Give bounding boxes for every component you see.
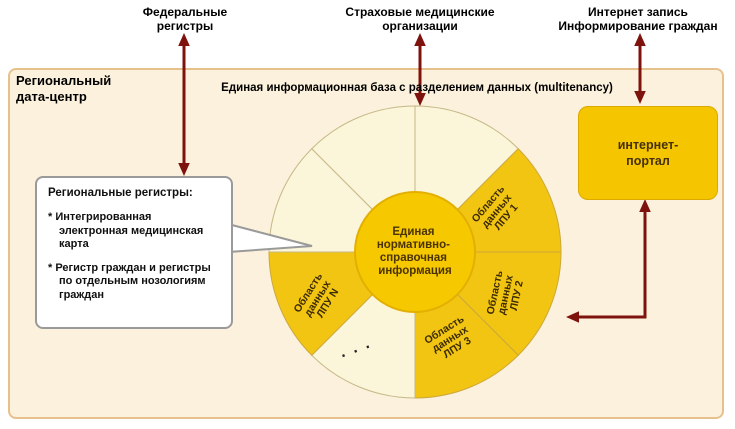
internet-portal-box: интернет- портал xyxy=(578,106,718,200)
label-internet-line2: Информирование граждан xyxy=(558,19,718,33)
label-insurance-line2: организации xyxy=(382,19,458,33)
callout-item-citizen-registries: * Регистр граждан и регистры по отдельны… xyxy=(48,261,211,301)
label-federal-registries: Федеральные регистры xyxy=(100,5,270,33)
arrow-federal-registries xyxy=(178,33,190,176)
multitenancy-subtitle: Единая информационная база с разделением… xyxy=(221,82,613,94)
datacenter-title: Региональный дата-центр xyxy=(16,73,111,105)
label-internet-services: Интернет запись Информирование граждан xyxy=(532,5,735,33)
arrow-portal-to-pie xyxy=(566,199,651,323)
arrow-internet-portal-top xyxy=(634,33,646,104)
regional-registries-callout: Региональные регистры: * Интегрированная… xyxy=(35,176,233,329)
arrow-insurance-organizations xyxy=(414,33,426,106)
multitenancy-pie: Область данных ЛПУ 1 Область данных ЛПУ … xyxy=(268,105,562,399)
label-federal-line1: Федеральные xyxy=(142,5,228,19)
label-federal-line2: регистры xyxy=(156,19,214,33)
datacenter-title-line2: дата-центр xyxy=(16,89,87,104)
callout-title: Региональные регистры: xyxy=(48,187,193,199)
central-nsi-circle xyxy=(354,191,476,313)
label-insurance-line1: Страховые медицинские xyxy=(345,5,495,19)
callout-item-emr: * Интегрированная электронная медицинска… xyxy=(48,211,204,250)
label-internet-line1: Интернет запись xyxy=(588,5,688,19)
datacenter-title-line1: Региональный xyxy=(16,73,112,88)
portal-label-line2: портал xyxy=(626,154,670,168)
portal-label-line1: интернет- xyxy=(617,138,679,152)
central-nsi-label: Единая нормативно- справочная информация xyxy=(377,226,453,277)
label-insurance-organizations: Страховые медицинские организации xyxy=(318,5,522,33)
